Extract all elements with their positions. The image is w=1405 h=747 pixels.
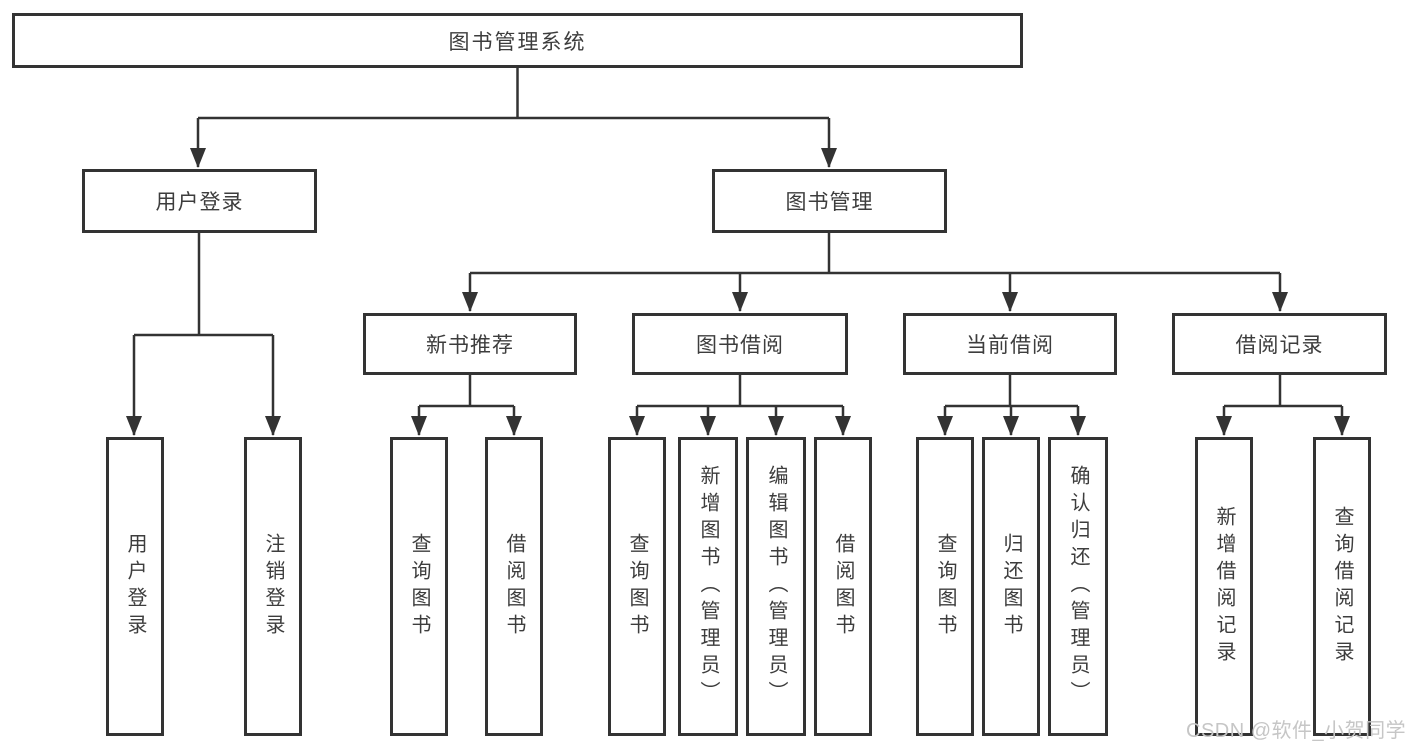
node-book-borrow: 图书借阅	[632, 313, 848, 375]
node-label: 新增借阅记录	[1213, 505, 1235, 668]
node-user-login: 用户登录	[82, 169, 317, 233]
node-label: 图书借阅	[696, 334, 784, 357]
node-label: 新增图书（管理员）	[697, 465, 719, 708]
node-label: 图书管理	[785, 191, 874, 214]
node-label: 查询图书	[626, 532, 648, 641]
node-new-book-recommend: 新书推荐	[363, 313, 577, 375]
node-label: 借阅图书	[503, 532, 525, 641]
node-leaf-return-book: 归还图书	[982, 437, 1040, 736]
node-label: 当前借阅	[966, 334, 1054, 357]
node-label: 借阅记录	[1235, 334, 1324, 357]
node-label: 用户登录	[124, 532, 146, 641]
node-leaf-add-book-admin: 新增图书（管理员）	[678, 437, 738, 736]
node-label: 归还图书	[1000, 532, 1022, 641]
node-leaf-confirm-return-admin: 确认归还（管理员）	[1048, 437, 1108, 736]
node-leaf-query-book-recommend: 查询图书	[390, 437, 448, 736]
node-borrow-record: 借阅记录	[1172, 313, 1387, 375]
node-leaf-logout: 注销登录	[244, 437, 302, 736]
node-label: 用户登录	[155, 191, 244, 214]
node-label: 借阅图书	[832, 532, 854, 641]
node-label: 图书管理系统	[448, 30, 587, 54]
node-root-library-system: 图书管理系统	[12, 13, 1023, 68]
node-leaf-add-borrow-record: 新增借阅记录	[1195, 437, 1253, 736]
node-label: 查询借阅记录	[1331, 505, 1353, 668]
csdn-watermark: CSDN @软件_小贺同学	[1186, 720, 1405, 742]
node-label: 查询图书	[934, 532, 956, 641]
node-leaf-query-borrow-record: 查询借阅记录	[1313, 437, 1371, 736]
node-label: 新书推荐	[426, 334, 514, 357]
node-leaf-borrow-book: 借阅图书	[814, 437, 872, 736]
node-label: 确认归还（管理员）	[1067, 465, 1089, 708]
node-leaf-query-book-borrow: 查询图书	[608, 437, 666, 736]
node-leaf-edit-book-admin: 编辑图书（管理员）	[746, 437, 806, 736]
node-current-borrow: 当前借阅	[903, 313, 1117, 375]
node-label: 编辑图书（管理员）	[765, 465, 787, 708]
node-label: 注销登录	[262, 532, 284, 641]
node-leaf-query-book-current: 查询图书	[916, 437, 974, 736]
node-label: 查询图书	[408, 532, 430, 641]
node-book-management: 图书管理	[712, 169, 947, 233]
node-leaf-user-login: 用户登录	[106, 437, 164, 736]
node-leaf-borrow-book-recommend: 借阅图书	[485, 437, 543, 736]
